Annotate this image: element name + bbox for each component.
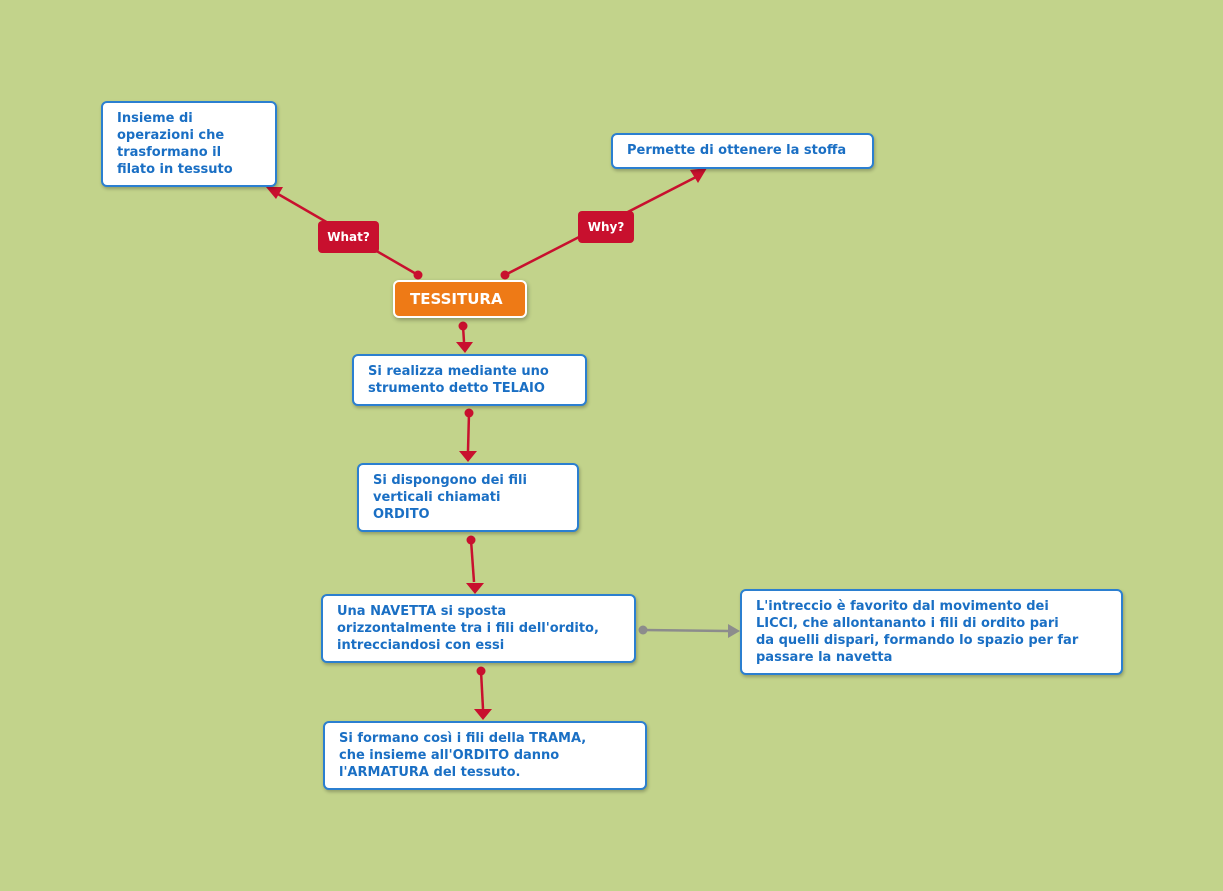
licci-node[interactable]: L'intreccio è favorito dal movimento dei…: [740, 589, 1123, 675]
ordito-node[interactable]: Si dispongono dei fili verticali chiamat…: [357, 463, 579, 532]
purpose-node[interactable]: Permette di ottenere la stoffa: [611, 133, 874, 169]
why-label[interactable]: Why?: [578, 211, 634, 243]
connector-tessitura-telaio: [456, 321, 473, 353]
what-label[interactable]: What?: [318, 221, 379, 253]
trama-node[interactable]: Si formano così i fili della TRAMA, che …: [323, 721, 647, 790]
connector-telaio-ordito: [459, 408, 477, 462]
central-topic-tessitura[interactable]: TESSITURA: [393, 280, 527, 318]
telaio-node[interactable]: Si realizza mediante uno strumento detto…: [352, 354, 587, 406]
definition-node[interactable]: Insieme di operazioni che trasformano il…: [101, 101, 277, 187]
connector-navetta-licci: [638, 624, 740, 638]
connector-ordito-navetta: [466, 535, 484, 594]
connector-navetta-trama: [474, 666, 492, 720]
navetta-node[interactable]: Una NAVETTA si sposta orizzontalmente tr…: [321, 594, 636, 663]
